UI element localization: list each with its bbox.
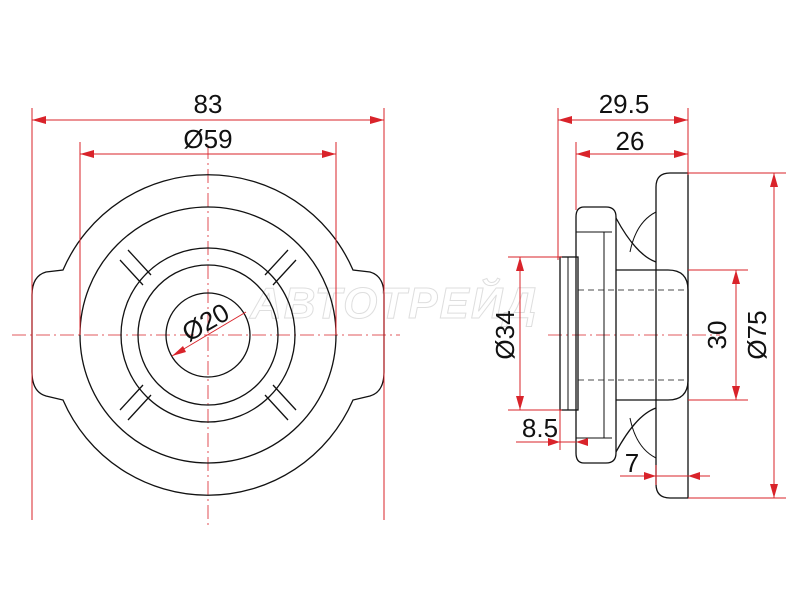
front-outer-contour xyxy=(31,174,385,496)
side-left-hub xyxy=(559,256,579,411)
dim-83 xyxy=(31,108,385,520)
dim-7 xyxy=(620,465,710,485)
watermark-logo: АВТОТРЕЙД xyxy=(249,277,538,328)
dim-59 xyxy=(79,142,337,335)
dim-26-label: 26 xyxy=(616,126,645,156)
side-upper-groove xyxy=(615,217,657,263)
side-collar xyxy=(575,206,617,464)
front-ring-inner xyxy=(137,264,279,406)
dim-7-label: 7 xyxy=(625,448,639,478)
dim-29-5-label: 29.5 xyxy=(599,89,650,119)
side-flange xyxy=(655,172,689,499)
dim-29-5 xyxy=(557,108,689,260)
side-view: 29.5 26 Ø34 30 xyxy=(490,89,786,499)
dim-30 xyxy=(688,269,748,401)
front-view: 83 Ø59 Ø20 xyxy=(12,89,400,525)
front-bore-circle xyxy=(165,292,251,378)
dim-34 xyxy=(508,256,562,411)
dim-75-label: Ø75 xyxy=(742,310,772,359)
dim-20 xyxy=(171,311,247,357)
dim-8-5 xyxy=(516,410,588,450)
dim-59-label: Ø59 xyxy=(183,124,232,154)
dim-30-label: 30 xyxy=(702,321,732,350)
dim-83-label: 83 xyxy=(194,89,223,119)
dim-8-5-label: 8.5 xyxy=(522,413,558,443)
front-ring-outer xyxy=(120,247,296,423)
dim-75 xyxy=(688,172,786,499)
dim-20-label: Ø20 xyxy=(177,297,235,348)
dim-34-label: Ø34 xyxy=(490,310,520,359)
side-central-body xyxy=(616,269,689,401)
side-lower-groove xyxy=(615,407,657,453)
dim-26 xyxy=(575,142,688,210)
front-spokes xyxy=(119,249,297,421)
